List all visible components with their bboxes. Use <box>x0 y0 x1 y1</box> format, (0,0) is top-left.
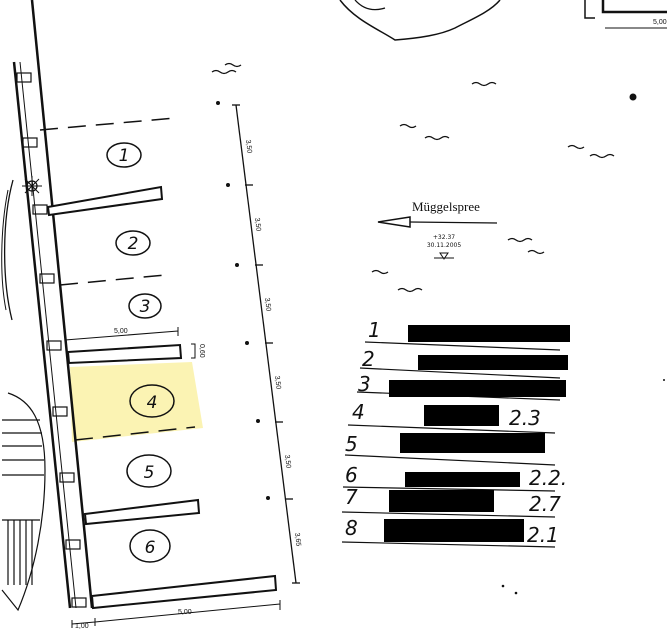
redaction-1 <box>408 325 570 342</box>
top-right-dimension: 5,00 <box>653 19 667 26</box>
berth-1-marker <box>106 142 142 168</box>
water-level: +32.37 <box>433 234 455 241</box>
list-row-3-number: 3 <box>358 372 371 396</box>
list-row-1-number: 1 <box>368 318 381 342</box>
berth-3-marker <box>128 293 162 319</box>
dim-berth-2: 3,50 <box>253 217 262 231</box>
island-outline <box>339 0 501 41</box>
berth-2-marker <box>115 230 151 256</box>
water-waves <box>211 62 615 293</box>
list-row-8-value: 2.1 <box>527 523 559 547</box>
list-row-7-number: 7 <box>345 485 358 509</box>
redaction-6 <box>405 472 520 487</box>
list-row-4-value: 2.3 <box>509 406 541 430</box>
handwritten-list: 1 2 3 4 5 6 7 8 2.3 2.2. 2.7 2.1 <box>341 318 570 548</box>
dim-jetty-width: 0,60 <box>198 344 205 358</box>
berth-1-label: 1 <box>119 146 130 166</box>
jetties <box>46 185 278 610</box>
berth-5-label: 5 <box>144 463 155 483</box>
redaction-3 <box>389 380 566 397</box>
dim-jetty-length-bottom: 5,00 <box>178 609 192 616</box>
redaction-7 <box>389 490 494 512</box>
redaction-8 <box>384 519 524 542</box>
berth-2-label: 2 <box>128 234 139 254</box>
walkway-outer-edge <box>12 61 72 609</box>
berth-4-label: 4 <box>147 393 158 413</box>
boat-bottom <box>1 392 46 612</box>
list-row-6-value: 2.2. <box>529 466 567 490</box>
berth-6-marker <box>129 529 171 563</box>
water-level-date: 30.11.2005 <box>427 242 462 249</box>
dim-berth-5: 3,50 <box>283 454 292 468</box>
walkway-inner-edge <box>30 0 94 609</box>
berth-4-marker <box>129 384 175 418</box>
berth-5-marker <box>126 454 172 488</box>
water-level-icon <box>434 252 454 260</box>
list-row-7-value: 2.7 <box>529 492 561 516</box>
river-label: Müggelspree <box>412 199 480 214</box>
dim-berth-4: 3,50 <box>273 375 282 389</box>
bollards <box>16 72 87 608</box>
list-row-8-number: 8 <box>345 516 358 540</box>
berth-6-label: 6 <box>145 538 156 558</box>
dim-jetty-length-top: 5,00 <box>114 328 128 335</box>
berth-3-label: 3 <box>140 297 151 317</box>
list-row-5-number: 5 <box>345 432 358 456</box>
sun-symbol <box>22 176 42 196</box>
list-row-6-number: 6 <box>345 463 358 487</box>
redaction-5 <box>400 433 545 453</box>
list-row-4-number: 4 <box>352 400 365 424</box>
flow-arrow-icon <box>377 216 411 228</box>
list-row-2-number: 2 <box>362 347 375 371</box>
dimension-line-right <box>235 104 297 584</box>
dim-berth-3: 3,50 <box>263 297 272 311</box>
boat-top <box>3 179 14 321</box>
dim-walkway-width: 1,00 <box>75 623 89 630</box>
dim-berth-6: 3,65 <box>293 532 302 546</box>
redaction-4 <box>424 405 499 426</box>
berth-dividers <box>39 117 196 441</box>
dim-berth-1: 3,50 <box>244 139 253 153</box>
structure-outline <box>601 0 667 14</box>
redaction-2 <box>418 355 568 370</box>
berth-4-highlight <box>70 362 203 442</box>
marker-dot <box>629 93 637 101</box>
